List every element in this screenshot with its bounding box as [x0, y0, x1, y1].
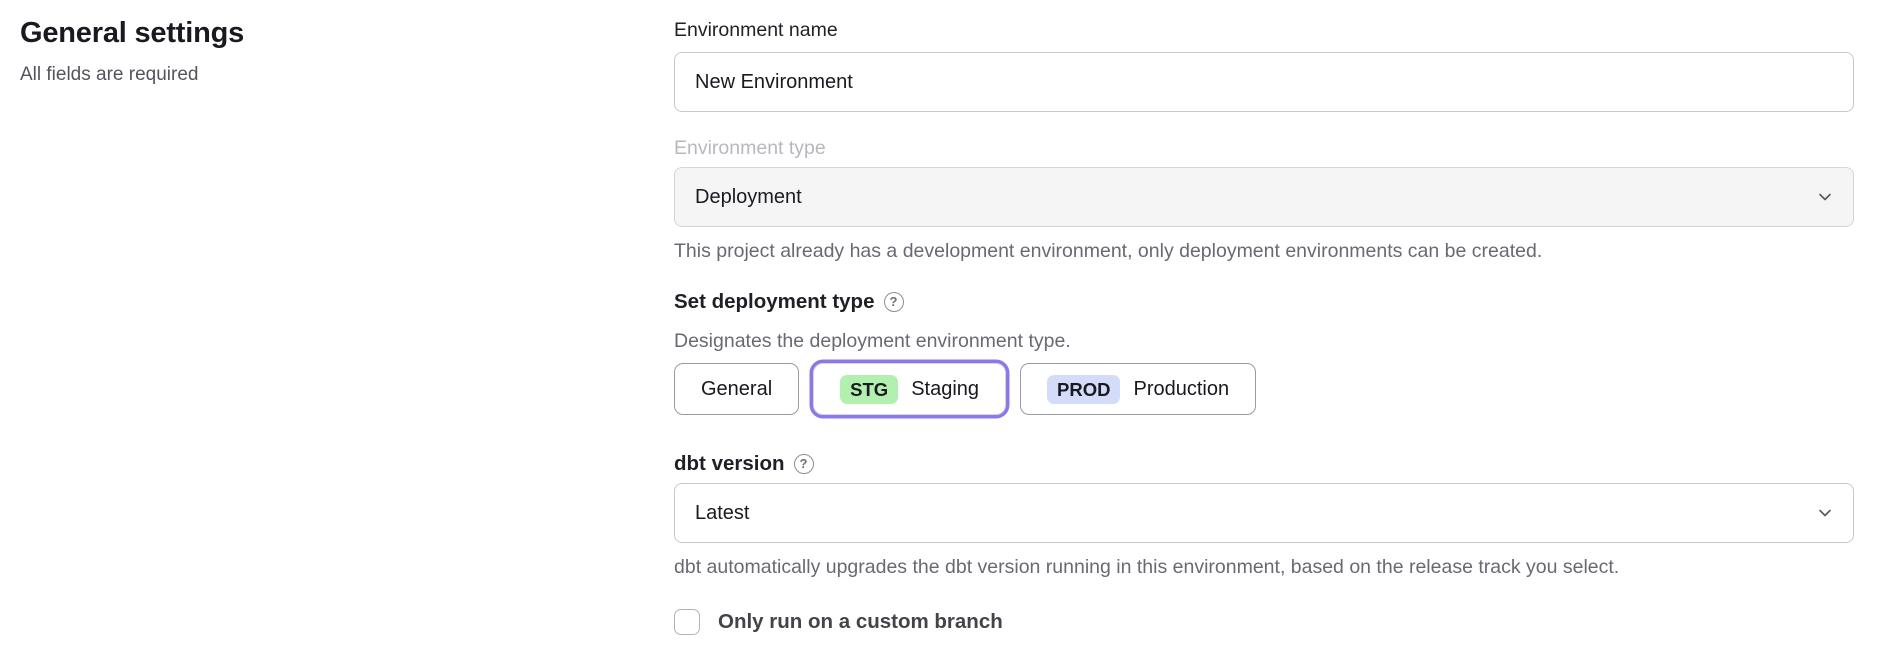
deployment-type-production-label: Production [1133, 378, 1229, 401]
environment-type-select[interactable]: Deployment [674, 167, 1854, 227]
settings-form: Environment name Environment type Deploy… [674, 18, 1854, 635]
custom-branch-row: Only run on a custom branch [674, 609, 1854, 635]
deployment-type-options: General STG Staging PROD Production [674, 359, 1854, 419]
deployment-type-staging-label: Staging [911, 378, 979, 401]
dbt-version-helper: dbt automatically upgrades the dbt versi… [674, 555, 1854, 579]
environment-type-helper: This project already has a development e… [674, 239, 1854, 263]
staging-badge: STG [840, 375, 898, 404]
deployment-type-general-button[interactable]: General [674, 363, 799, 415]
page-title: General settings [20, 16, 244, 50]
chevron-down-icon [1817, 505, 1833, 521]
settings-intro: General settings All fields are required [20, 16, 244, 86]
environment-type-value: Deployment [695, 186, 802, 209]
deployment-type-heading: Set deployment type ? [674, 289, 1854, 315]
page-subtitle: All fields are required [20, 63, 244, 86]
environment-name-label: Environment name [674, 18, 1854, 43]
deployment-type-heading-text: Set deployment type [674, 289, 875, 315]
production-badge: PROD [1047, 375, 1120, 404]
help-icon[interactable]: ? [884, 292, 904, 312]
environment-type-label: Environment type [674, 136, 1854, 161]
dbt-version-heading-text: dbt version [674, 451, 785, 477]
custom-branch-label[interactable]: Only run on a custom branch [718, 609, 1003, 635]
help-icon[interactable]: ? [794, 454, 814, 474]
environment-name-input[interactable] [674, 52, 1854, 112]
custom-branch-checkbox[interactable] [674, 609, 700, 635]
dbt-version-value: Latest [695, 502, 749, 525]
dbt-version-select[interactable]: Latest [674, 483, 1854, 543]
chevron-down-icon [1817, 189, 1833, 205]
deployment-type-production-button[interactable]: PROD Production [1020, 363, 1256, 415]
deployment-type-staging-button[interactable]: STG Staging [813, 363, 1006, 415]
deployment-type-description: Designates the deployment environment ty… [674, 329, 1854, 353]
dbt-version-heading: dbt version ? [674, 451, 1854, 477]
deployment-type-general-label: General [701, 378, 772, 401]
